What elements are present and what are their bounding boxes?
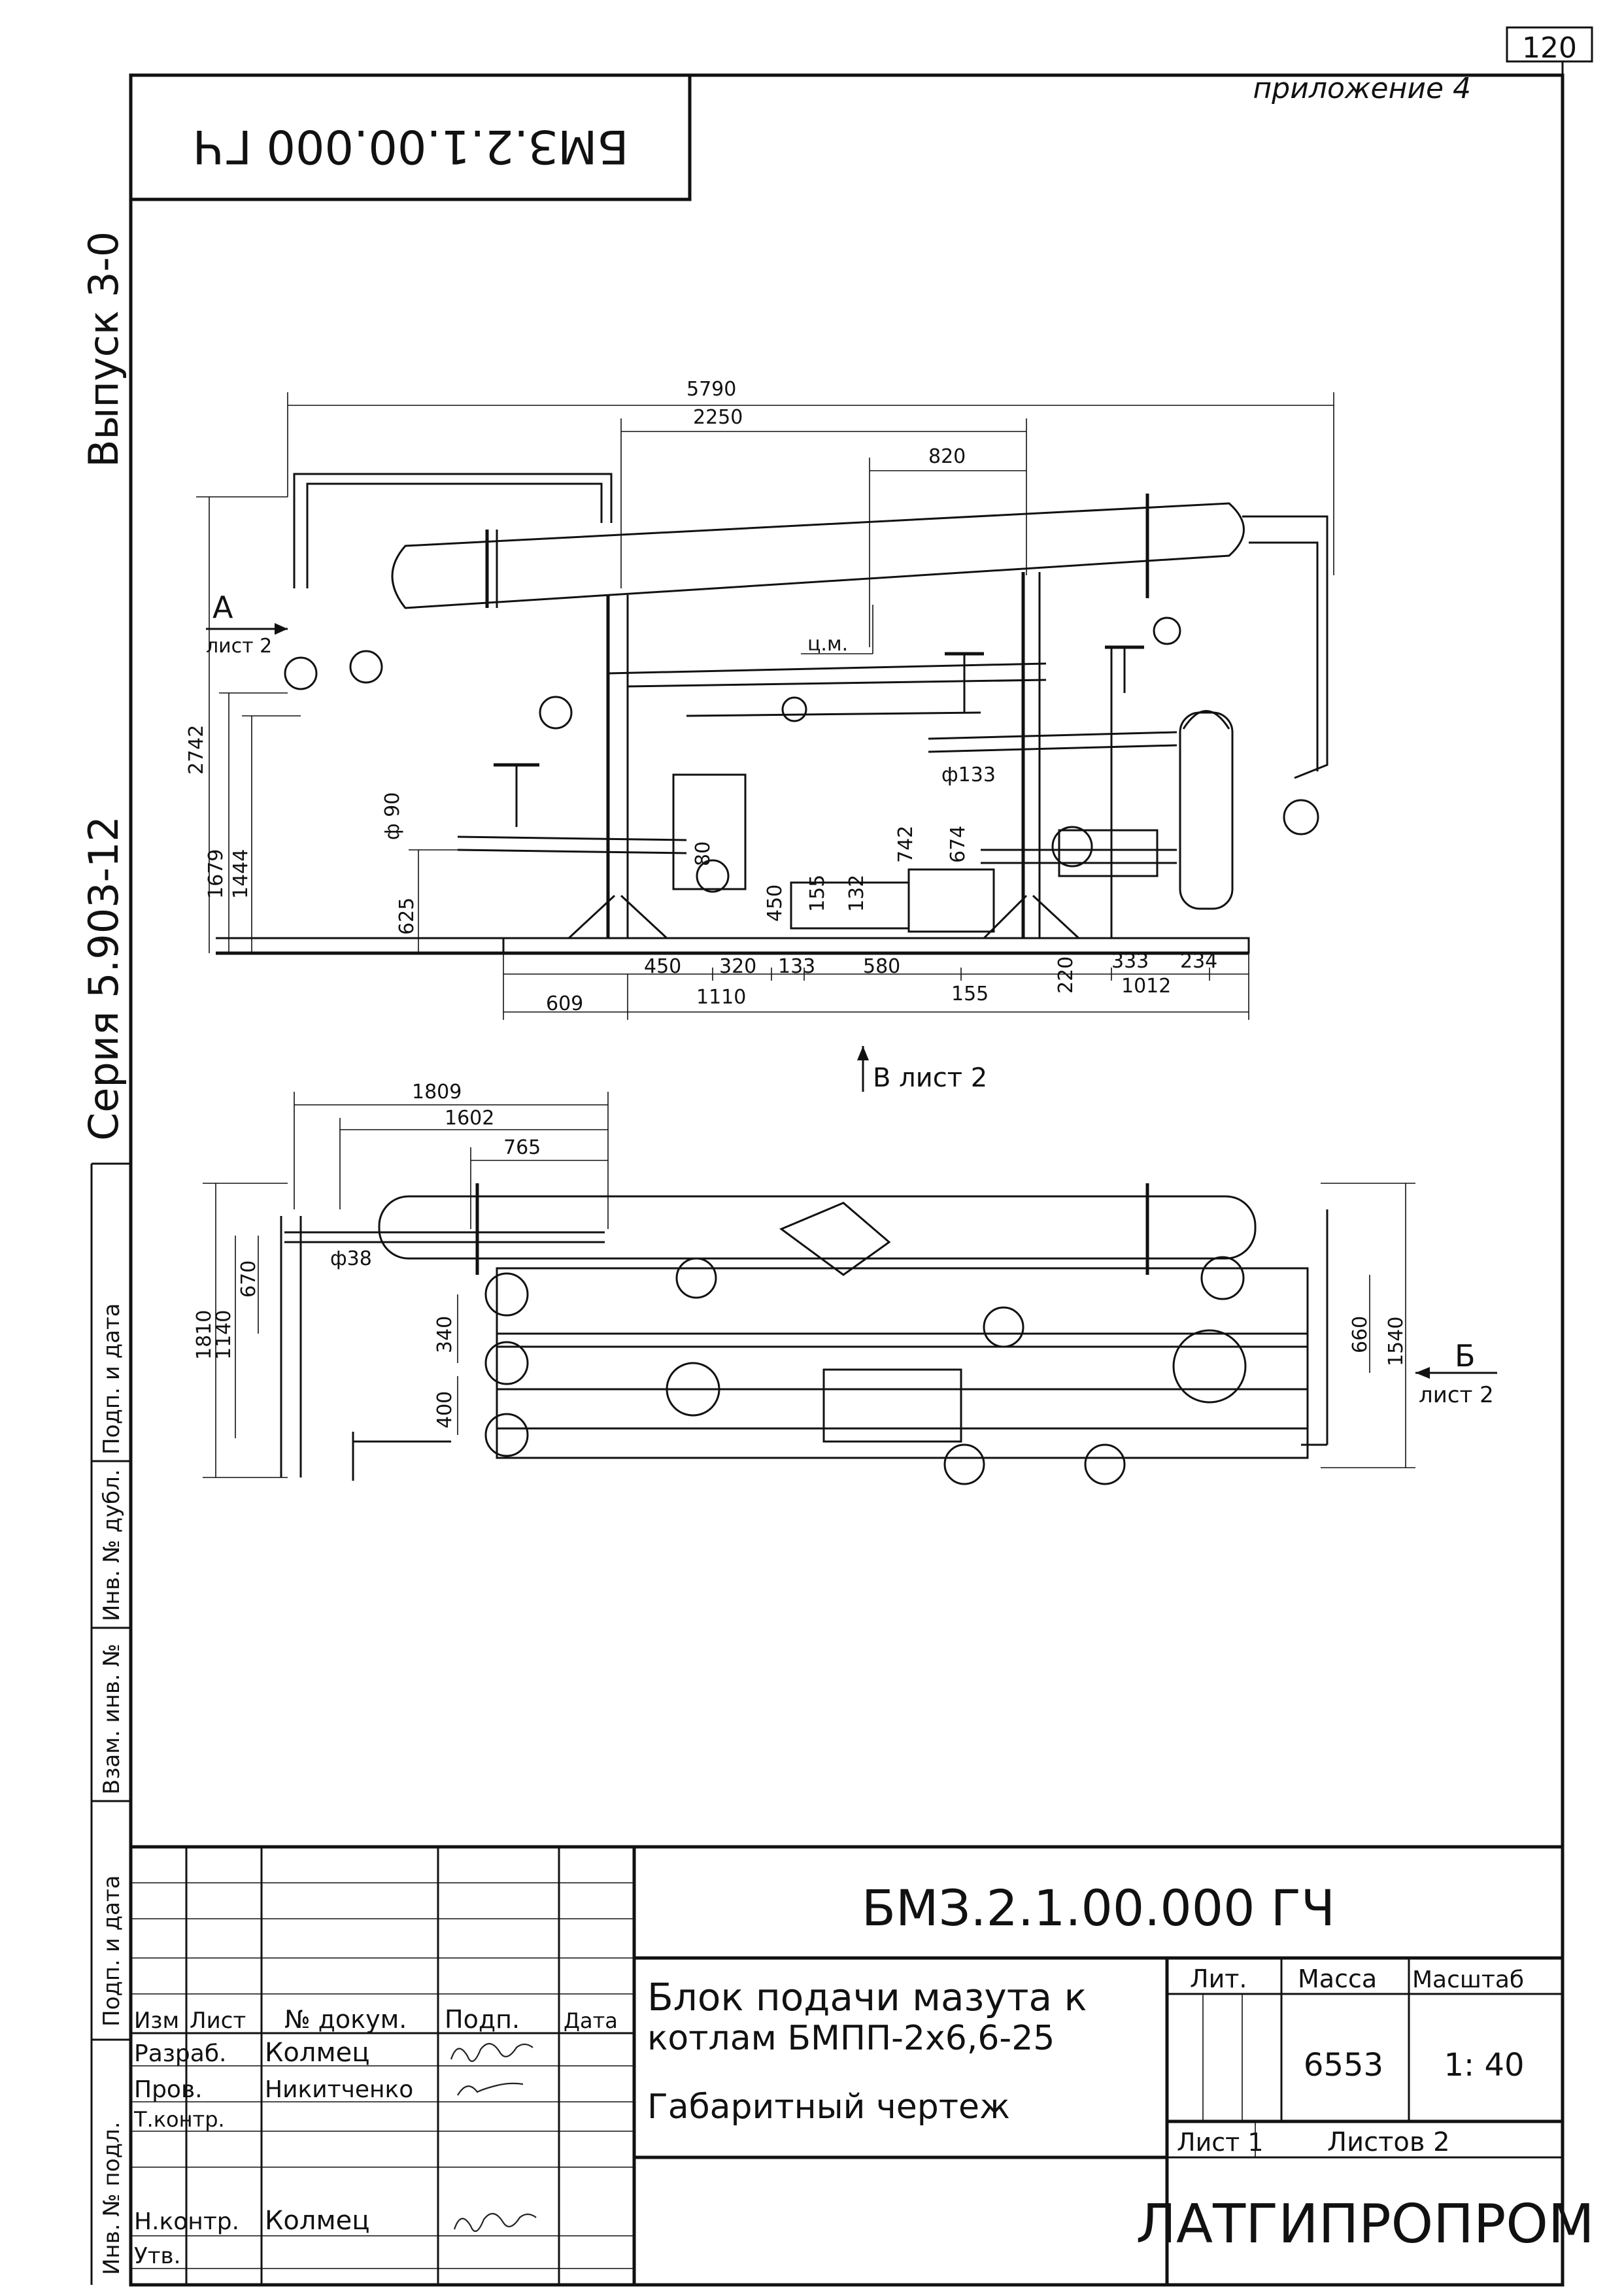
dim-f133: ф133: [941, 764, 996, 786]
dim-765: 765: [503, 1136, 541, 1159]
callout-b: В лист 2: [873, 1063, 987, 1093]
mass-value: 6553: [1304, 2047, 1383, 2083]
plan-dimensions: 1809 1602 765 1810 1140 670 ф38 340 400 …: [193, 1081, 1497, 1478]
signature-prov: [457, 2082, 524, 2096]
page-number-box: 120: [1506, 26, 1593, 65]
margin-label-podp-data-2: Подп. и дата: [99, 1303, 125, 1455]
name-nkontr: Колмец: [265, 2206, 369, 2236]
dim-660: 660: [1349, 1316, 1372, 1353]
dim-1140: 1140: [212, 1310, 235, 1360]
dim-234: 234: [1180, 950, 1217, 973]
sheets-label: Листов 2: [1327, 2127, 1450, 2157]
frame: [90, 60, 1592, 2287]
page-number: 120: [1522, 31, 1577, 65]
title-line1: Блок подачи мазута к: [647, 1975, 1087, 2019]
role-prov: Пров.: [134, 2076, 203, 2103]
dim-220: 220: [1055, 956, 1077, 994]
dim-155: 155: [951, 983, 989, 1005]
scale-label: Масштаб: [1412, 1966, 1524, 1993]
dim-609: 609: [546, 992, 583, 1015]
title-line2: котлам БМПП-2х6,6-25: [647, 2019, 1055, 2058]
name-prov: Никитченко: [265, 2076, 413, 2103]
seriya-label: Серия 5.903-12: [80, 816, 127, 1141]
vypusk-label: Выпуск 3-0: [80, 231, 127, 467]
elevation-view: [216, 473, 1328, 955]
col-izm: Изм: [134, 2008, 179, 2034]
col-podp: Подп.: [445, 2005, 520, 2034]
cm-label: ц.м.: [807, 633, 848, 656]
margin-label-inv-podl: Инв. № подл.: [99, 2121, 125, 2275]
title-block: Изм Лист № докум. Подп. Дата Разраб. Кол…: [131, 1845, 1595, 2285]
signature-nkontr: [453, 2213, 537, 2233]
doc-type: Габаритный чертеж: [647, 2087, 1010, 2127]
col-list: Лист: [190, 2008, 246, 2034]
plan-view: [280, 1183, 1328, 1485]
mass-label: Масса: [1298, 1965, 1377, 1993]
margin-label-vzam-inv: Взам. инв. №: [99, 1644, 125, 1795]
sheet-label: Лист 1: [1177, 2128, 1264, 2157]
dim-450-inner: 450: [764, 885, 787, 922]
callout-b2-sheet: лист 2: [1419, 1382, 1494, 1408]
dim-333: 333: [1111, 950, 1149, 973]
dim-133: 133: [778, 955, 815, 978]
dim-1110: 1110: [696, 986, 746, 1009]
signature-razrab: [450, 2043, 533, 2063]
dim-1679: 1679: [205, 849, 228, 899]
callout-a: А: [212, 590, 233, 625]
lit-label: Лит.: [1190, 1965, 1247, 1993]
elevation-dimensions: 5790 2250 820 ц.м. 2742 1679 1444 625: [185, 378, 1334, 1093]
margin-label-inv-dubl: Инв. № дубл.: [99, 1469, 125, 1621]
designation: БМЗ.2.1.00.000 ГЧ: [862, 1879, 1335, 1937]
dim-155-inner: 155: [806, 875, 829, 912]
role-razrab: Разраб.: [134, 2040, 226, 2067]
callout-b2: Б: [1455, 1338, 1476, 1374]
dim-1602: 1602: [445, 1107, 494, 1130]
rotated-code-box: БМЗ.2.1.00.000 ГЧ: [129, 73, 692, 201]
dim-1809: 1809: [412, 1081, 462, 1104]
dim-f90: ф 90: [381, 792, 404, 840]
dim-450: 450: [644, 955, 681, 978]
scale-value: 1: 40: [1444, 2047, 1524, 2083]
dim-f38: ф38: [330, 1247, 372, 1270]
dim-670: 670: [237, 1260, 260, 1298]
role-utv: Утв.: [134, 2243, 180, 2269]
dim-400: 400: [433, 1391, 456, 1428]
dim-1810: 1810: [193, 1310, 216, 1360]
dim-580: 580: [863, 955, 900, 978]
name-razrab: Колмец: [265, 2038, 369, 2068]
dim-1444: 1444: [229, 849, 252, 899]
callout-a-sheet: лист 2: [206, 635, 272, 658]
dim-2742: 2742: [185, 725, 208, 775]
dim-5790: 5790: [686, 378, 736, 401]
col-data: Дата: [564, 2008, 618, 2033]
dim-674: 674: [947, 826, 970, 863]
dim-820: 820: [928, 445, 966, 468]
appendix-label: приложение 4: [1253, 72, 1471, 105]
organization: ЛАТГИПРОПРОМ: [1136, 2193, 1594, 2255]
dim-742: 742: [894, 826, 917, 863]
role-nkontr: Н.контр.: [134, 2208, 239, 2235]
margin-label-podp-data-1: Подп. и дата: [99, 1875, 125, 2027]
dim-320: 320: [719, 955, 756, 978]
dim-1540: 1540: [1385, 1317, 1408, 1366]
col-doc: № докум.: [284, 2005, 407, 2034]
dim-625: 625: [396, 898, 418, 935]
dim-2250: 2250: [693, 406, 743, 429]
role-tkontr: Т.контр.: [133, 2107, 225, 2132]
rotated-code: БМЗ.2.1.00.000 ГЧ: [193, 120, 629, 173]
dim-1012: 1012: [1121, 975, 1171, 998]
dim-80: 80: [692, 841, 715, 866]
dim-132: 132: [845, 875, 868, 912]
dim-340: 340: [433, 1316, 456, 1353]
